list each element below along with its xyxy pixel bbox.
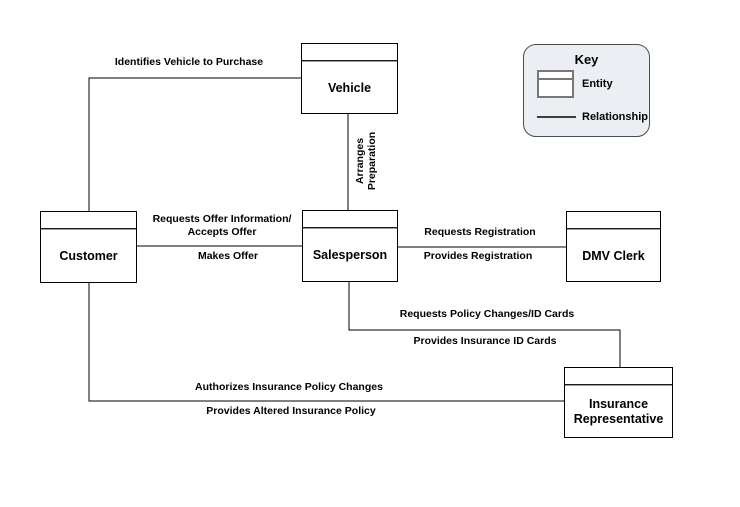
entity-title: Salesperson [312,248,388,262]
entity-customer: Customer [40,211,137,283]
label-makes-offer: Makes Offer [197,250,259,262]
entity-title: Customer [59,249,118,263]
entity-vehicle: Vehicle [301,43,398,114]
label-requests-policy-cards: Requests Policy Changes/ID Cards [399,308,575,320]
key-title: Key [574,52,599,67]
entity-title: DMV Clerk [582,248,645,263]
label-line: Requests Offer Information/ [152,213,292,225]
relationship-line-policy-changes [88,283,564,402]
key-relationship-label: Relationship [582,111,649,123]
entity-header [41,212,136,229]
label-authorizes-policy-changes: Authorizes Insurance Policy Changes [195,381,383,393]
entity-header [302,44,397,61]
label-provides-altered-policy: Provides Altered Insurance Policy [206,405,376,417]
entity-insurance-representative: Insurance Representative [564,367,673,438]
relationship-line-identifies-vehicle [88,77,301,211]
label-line: Accepts Offer [187,226,257,238]
entity-salesperson: Salesperson [302,210,398,282]
entity-sample-icon [537,70,574,98]
entity-header [303,211,397,228]
label-line: Preparation [366,131,378,191]
label-provides-insurance-cards: Provides Insurance ID Cards [413,335,557,347]
key-entity-label: Entity [582,78,613,90]
key-legend: Key Entity Relationship [523,44,650,137]
label-requests-registration: Requests Registration [424,226,536,238]
label-provides-registration: Provides Registration [423,250,533,262]
label-identifies-vehicle: Identifies Vehicle to Purchase [114,56,264,68]
entity-dmv-clerk: DMV Clerk [566,211,661,282]
entity-title: Vehicle [327,80,372,95]
label-line: Arranges [354,137,366,185]
relationship-sample-line [537,116,576,118]
entity-title: Insurance Representative [573,397,664,426]
relationship-line-policy-cards [348,282,621,367]
entity-header [567,212,660,229]
label-arranges-preparation: Arranges Preparation [354,132,378,190]
label-offer-above: Requests Offer Information/ Accepts Offe… [153,213,292,239]
entity-header [565,368,672,385]
entity-sample-header-band [539,72,572,80]
